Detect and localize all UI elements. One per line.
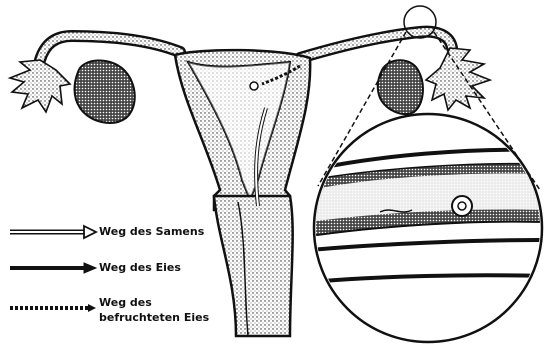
uterus-body (175, 50, 310, 210)
left-fimbriae (10, 60, 70, 112)
magnified-tube-section (310, 114, 545, 342)
legend-dashed-arrow-icon (10, 304, 96, 312)
vagina (214, 196, 293, 336)
legend-label-egg: Weg des Eies (99, 261, 181, 274)
legend-solid-arrow-icon (10, 263, 96, 273)
legend-hollow-arrow-icon (10, 226, 96, 238)
left-ovary (75, 60, 135, 123)
fertilized-egg (250, 82, 258, 90)
legend-label-fertilized-line1: Weg des (99, 296, 152, 309)
legend-label-sperm: Weg des Samens (99, 225, 204, 238)
left-fallopian-tube (40, 36, 180, 60)
legend-label-fertilized-line2: befruchteten Eies (99, 311, 209, 324)
